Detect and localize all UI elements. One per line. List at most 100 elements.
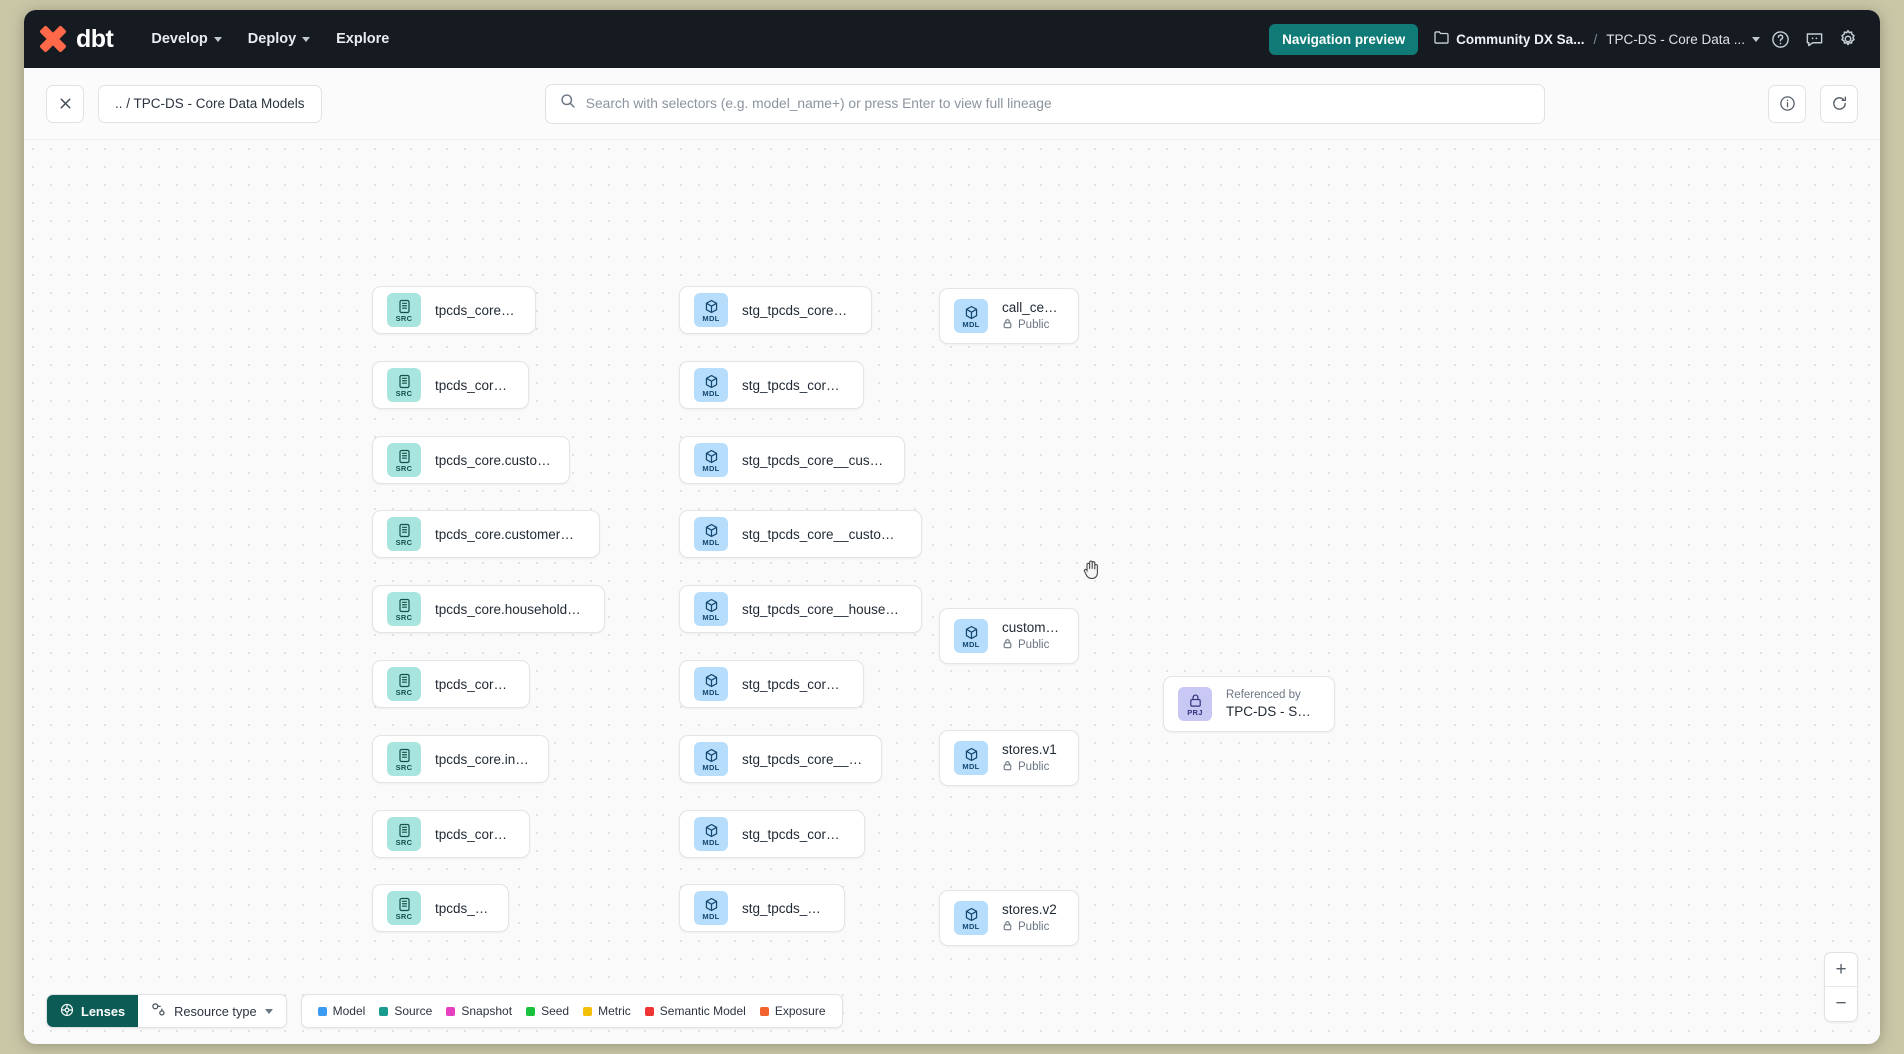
- legend-item-seed[interactable]: Seed: [526, 1004, 569, 1018]
- dbt-logo[interactable]: dbt: [38, 24, 114, 54]
- node-title: call_centers: [1002, 300, 1060, 315]
- lock-icon: [1002, 638, 1013, 652]
- zoom-out-button[interactable]: −: [1835, 993, 1847, 1014]
- legend-label: Source: [394, 1004, 433, 1018]
- nav-label-deploy: Deploy: [247, 31, 297, 47]
- lenses-icon: [60, 1003, 74, 1020]
- chevron-down-icon: [213, 36, 222, 42]
- navigation-preview-button[interactable]: Navigation preview: [1269, 23, 1419, 55]
- dbt-explore-app: dbt Develop Deploy Explore Navigation pr…: [24, 10, 1880, 1044]
- refresh-icon[interactable]: [1820, 84, 1858, 123]
- node-text: tpcds_core.store: [435, 901, 490, 916]
- legend-swatch: [644, 1006, 654, 1016]
- node-access-label: Public: [1002, 920, 1057, 934]
- mdl-badge-icon: MDL: [694, 592, 728, 626]
- node-title: stg_tpcds_core__call_center: [742, 302, 853, 318]
- breadcrumb-account[interactable]: Community DX Sa...: [1456, 31, 1585, 47]
- legend-item-exposure[interactable]: Exposure: [759, 1004, 826, 1018]
- node-text: stg_tpcds_core__customer_address: [742, 453, 886, 468]
- lineage-node-tpcds-core-inventory[interactable]: SRC tpcds_core.inventory: [372, 810, 530, 858]
- node-text: stg_tpcds_core__household_demogr...: [742, 602, 903, 617]
- node-title: tpcds_core.customer_demographics: [435, 526, 581, 542]
- breadcrumb-project[interactable]: TPC-DS - Core Data ...: [1606, 31, 1745, 47]
- src-badge-icon: SRC: [387, 742, 421, 776]
- nav-item-develop[interactable]: Develop: [141, 25, 231, 53]
- account-breadcrumb: Community DX Sa... / TPC-DS - Core Data …: [1434, 31, 1760, 47]
- nav-item-explore[interactable]: Explore: [326, 25, 399, 53]
- close-icon[interactable]: [46, 84, 84, 123]
- node-text: tpcds_core.inventory: [435, 827, 511, 842]
- feedback-icon[interactable]: [1800, 25, 1828, 53]
- node-title: stores.v2: [1002, 902, 1057, 917]
- node-title: customers: [1002, 620, 1060, 635]
- search-input[interactable]: [585, 96, 1530, 111]
- resource-type-dropdown[interactable]: Resource type: [138, 995, 286, 1027]
- legend-swatch: [379, 1006, 389, 1016]
- breadcrumb-pill[interactable]: .. / TPC-DS - Core Data Models: [98, 84, 322, 123]
- node-text: tpcds_core.date_dim: [435, 677, 511, 692]
- lineage-node-stg-tpcds-core-household-demogr-[interactable]: MDL stg_tpcds_core__household_demogr...: [679, 585, 922, 633]
- legend-item-model[interactable]: Model: [317, 1004, 366, 1018]
- lenses-button[interactable]: Lenses: [47, 995, 139, 1027]
- node-title: tpcds_core.household_demographics: [435, 601, 586, 617]
- legend-swatch: [583, 1006, 593, 1016]
- gear-icon[interactable]: [1834, 25, 1862, 53]
- src-badge-icon: SRC: [387, 592, 421, 626]
- help-icon[interactable]: [1766, 25, 1794, 53]
- mdl-badge-icon: MDL: [694, 368, 728, 402]
- legend-label: Metric: [598, 1004, 631, 1018]
- node-title: tpcds_core.inventory: [435, 826, 511, 842]
- legend-label: Semantic Model: [659, 1004, 746, 1018]
- node-title: tpcds_core.customer_address: [435, 452, 551, 468]
- legend-item-snapshot[interactable]: Snapshot: [446, 1004, 512, 1018]
- node-title: tpcds_core.income_band: [435, 751, 530, 767]
- zoom-in-button[interactable]: +: [1825, 953, 1857, 987]
- legend-item-semantic-model[interactable]: Semantic Model: [644, 1004, 746, 1018]
- lineage-node-stg-tpcds-core-customer[interactable]: MDL stg_tpcds_core__customer: [679, 361, 864, 409]
- lineage-node-tpcds-core-household-demographics[interactable]: SRC tpcds_core.household_demographics: [372, 585, 605, 633]
- breadcrumb-separator: /: [1593, 31, 1598, 47]
- node-text: tpcds_core.customer_demographics: [435, 527, 581, 542]
- legend-item-source[interactable]: Source: [379, 1004, 432, 1018]
- legend-swatch: [759, 1006, 769, 1016]
- search-icon: [560, 93, 576, 114]
- mdl-badge-icon: MDL: [694, 742, 728, 776]
- lineage-toolbar: .. / TPC-DS - Core Data Models: [24, 68, 1880, 140]
- legend-item-metric[interactable]: Metric: [583, 1004, 631, 1018]
- lineage-node-stg-tpcds-core-customer-demogra-[interactable]: MDLstg_tpcds_core__customer_demogra...: [679, 510, 922, 558]
- search-box[interactable]: [544, 83, 1545, 124]
- lineage-node-tpcds-core-income-band[interactable]: SRC tpcds_core.income_band: [372, 735, 549, 783]
- nav-item-deploy[interactable]: Deploy: [238, 25, 320, 53]
- src-badge-icon: SRC: [387, 817, 421, 851]
- legend-label: Model: [332, 1004, 366, 1018]
- info-icon[interactable]: [1768, 84, 1806, 123]
- node-text: tpcds_core.call_center: [435, 303, 517, 318]
- lineage-canvas[interactable]: SRCtpcds_core.call_centerSRCtpcds_core.c…: [24, 140, 1880, 1044]
- grab-cursor-icon: [1082, 558, 1102, 580]
- resource-type-label: Resource type: [174, 1003, 257, 1019]
- chevron-down-icon: [302, 36, 311, 42]
- chevron-down-icon[interactable]: [1752, 36, 1760, 42]
- brand-label: dbt: [76, 24, 114, 53]
- node-text: stg_tpcds_core__inventory: [742, 827, 846, 842]
- node-access-label: Public: [1002, 760, 1057, 774]
- node-title: stg_tpcds_core__inventory: [742, 826, 846, 842]
- node-title: stg_tpcds_core__customer: [742, 377, 845, 393]
